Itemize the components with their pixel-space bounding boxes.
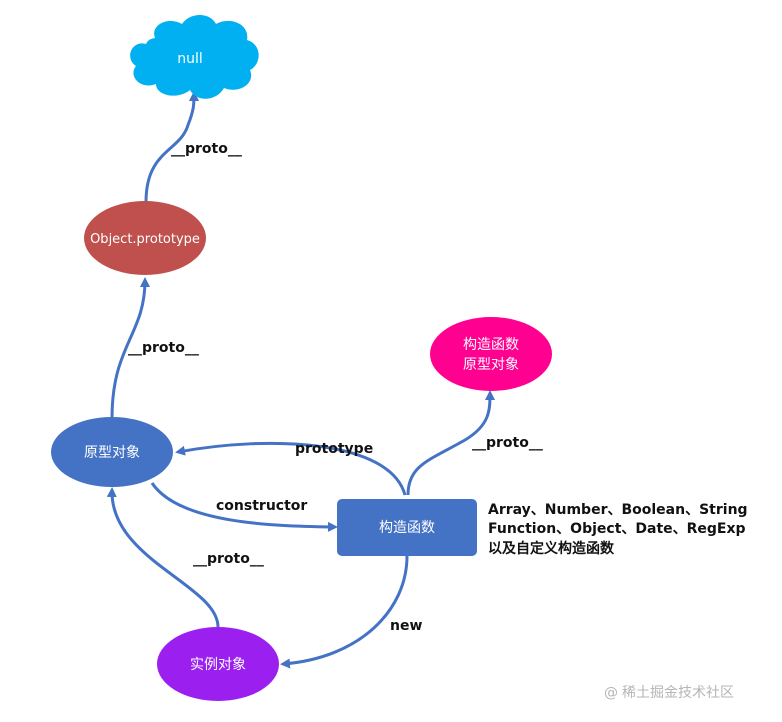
edge-label-proto-to-constructor-prototype: __proto__ xyxy=(472,435,543,451)
edge-instance-to-prototype-object xyxy=(106,487,220,628)
edge-label-prototype: prototype xyxy=(295,441,373,457)
note-line-3: 以及自定义构造函数 xyxy=(488,540,615,557)
cloud-shape xyxy=(130,15,259,99)
note-line-2: Function、Object、Date、RegExp xyxy=(488,521,746,537)
edge-object-prototype-to-null xyxy=(144,91,199,203)
constructor-prototype-ellipse xyxy=(430,317,552,391)
note-line-1: Array、Number、Boolean、String xyxy=(488,502,748,518)
prototype-object-ellipse xyxy=(51,417,173,487)
edge-label-proto-to-null: __proto__ xyxy=(171,141,242,157)
edge-constructor-to-its-prototype xyxy=(406,390,495,496)
constructor-node: 构造函数 xyxy=(337,499,477,556)
edge-label-instance-proto: __proto__ xyxy=(193,551,264,567)
edge-label-proto-to-object-prototype: __proto__ xyxy=(128,340,199,356)
constructor-label: 构造函数 xyxy=(379,520,435,536)
instance-node: 实例对象 xyxy=(157,627,279,701)
edge-new xyxy=(280,555,409,669)
constructor-prototype-label-line1: 构造函数 xyxy=(463,337,519,353)
edge-constructor-link xyxy=(150,482,338,532)
watermark-text: 稀土掘金技术社区 xyxy=(622,685,734,701)
prototype-object-node: 原型对象 xyxy=(51,417,173,487)
edge-label-constructor: constructor xyxy=(216,498,307,514)
object-prototype-ellipse xyxy=(84,201,206,275)
edge-label-new: new xyxy=(390,618,422,634)
constructor-rect xyxy=(337,499,477,556)
prototype-object-label: 原型对象 xyxy=(84,445,140,461)
instance-ellipse xyxy=(157,627,279,701)
null-label: null xyxy=(177,51,203,67)
edge-constructor-prototype xyxy=(175,441,407,496)
object-prototype-node: Object.prototype xyxy=(84,201,206,275)
edge-prototype-object-to-object-prototype xyxy=(110,277,150,419)
constructor-prototype-label-line2: 原型对象 xyxy=(463,357,519,373)
instance-label: 实例对象 xyxy=(190,657,246,673)
watermark-at-symbol: @ xyxy=(604,685,618,701)
object-prototype-label: Object.prototype xyxy=(90,232,200,247)
constructor-prototype-node: 构造函数 原型对象 xyxy=(430,317,552,391)
null-cloud-node: null xyxy=(130,15,259,99)
